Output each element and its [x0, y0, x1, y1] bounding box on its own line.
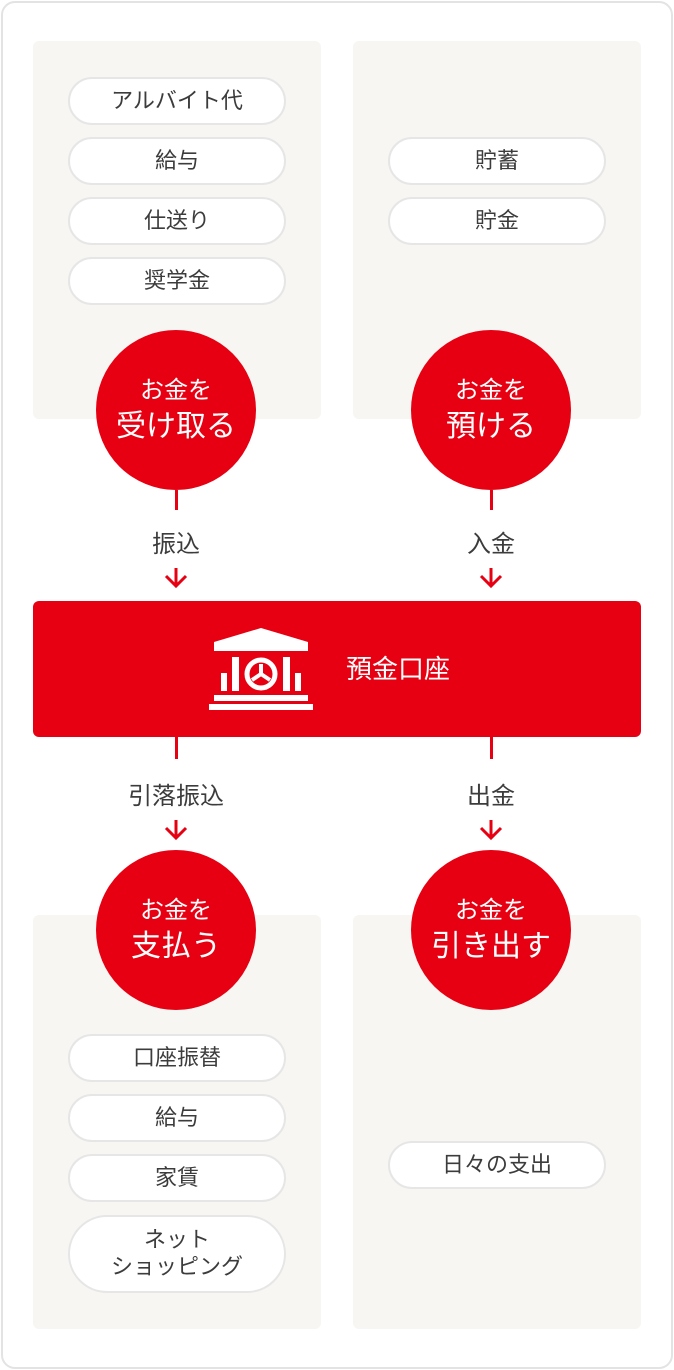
connector-line [490, 737, 493, 759]
receive-title-line1: お金を [140, 376, 212, 404]
arrow-down-icon [164, 568, 188, 588]
bank-icon [209, 628, 313, 710]
pay-title-line2: 支払う [131, 929, 221, 964]
arrow-down-icon [479, 820, 503, 840]
pill-allowance: 仕送り [68, 197, 286, 245]
pill-online-shopping-line2: ショッピング [110, 1255, 243, 1280]
pill-account-transfer: 口座振替 [68, 1034, 286, 1082]
pill-savings: 貯蓄 [388, 137, 606, 185]
deposit-title-line2: 預ける [446, 409, 536, 444]
pill-part-time: アルバイト代 [68, 77, 286, 125]
label-deposit-in: 入金 [467, 530, 515, 558]
pay-circle: お金を 支払う [96, 850, 256, 1010]
withdraw-circle: お金を 引き出す [411, 850, 571, 1010]
arrow-down-icon [479, 568, 503, 588]
withdraw-title-line1: お金を [455, 896, 527, 924]
pill-daily-expenses: 日々の支出 [388, 1141, 606, 1189]
pill-online-shopping: ネット ショッピング [68, 1215, 286, 1293]
deposit-title-line1: お金を [455, 376, 527, 404]
pill-rent: 家賃 [68, 1154, 286, 1202]
connector-line [175, 490, 178, 510]
arrow-down-icon [164, 820, 188, 840]
label-transfer-in: 振込 [152, 530, 200, 558]
deposit-circle: お金を 預ける [411, 330, 571, 490]
pill-salary-pay: 給与 [68, 1094, 286, 1142]
pill-salary: 給与 [68, 137, 286, 185]
connector-line [175, 737, 178, 759]
connector-line [490, 490, 493, 510]
deposit-account-title: 預金口座 [346, 655, 451, 685]
deposit-account-box [33, 601, 641, 737]
receive-title-line2: 受け取る [116, 409, 236, 444]
pill-scholarship: 奨学金 [68, 257, 286, 305]
pill-deposit: 貯金 [388, 197, 606, 245]
label-withdrawal: 出金 [467, 782, 515, 810]
pill-online-shopping-line1: ネット [143, 1228, 210, 1253]
withdraw-title-line2: 引き出す [431, 929, 551, 964]
label-debit-transfer: 引落振込 [128, 782, 224, 810]
receive-circle: お金を 受け取る [96, 330, 256, 490]
pay-title-line1: お金を [140, 896, 212, 924]
